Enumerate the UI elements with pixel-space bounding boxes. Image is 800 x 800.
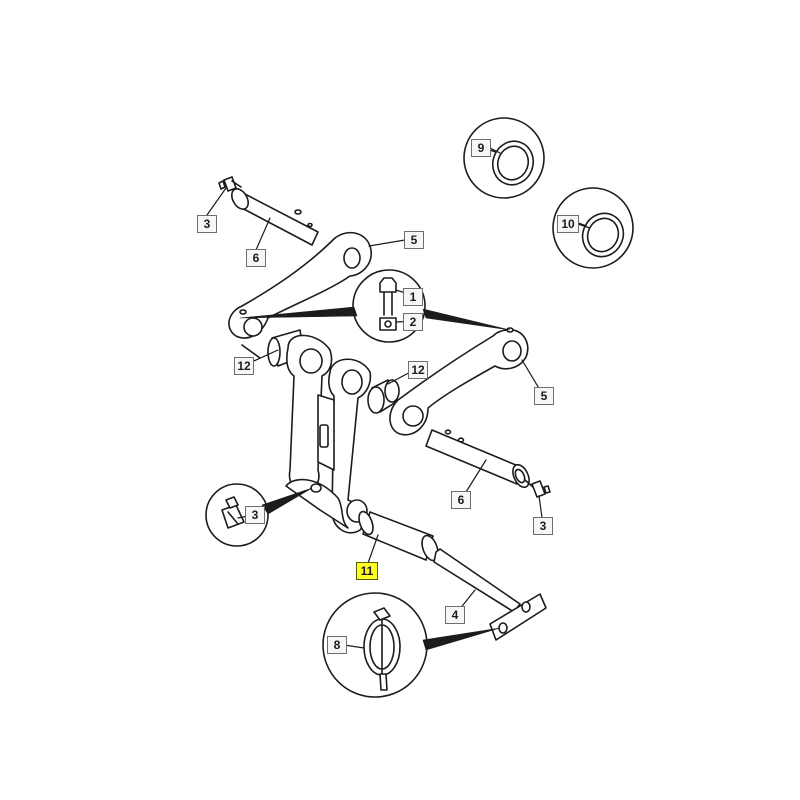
sleeve-part-11: [358, 510, 439, 562]
callout-3-top-left: 3: [197, 215, 217, 233]
callout-12-right: 12: [408, 361, 428, 379]
callout-1: 1: [403, 288, 423, 306]
right-bushing: [367, 379, 400, 414]
right-link-arm: [389, 327, 529, 436]
callout-4: 4: [445, 606, 465, 624]
callout-8: 8: [327, 636, 347, 654]
right-grease-nipple: [524, 479, 551, 498]
callout-11-highlighted: 11: [356, 562, 378, 580]
callout-6-left: 6: [246, 249, 266, 267]
leader-lines: [206, 147, 591, 649]
upper-left-pin: [231, 188, 319, 246]
callout-9: 9: [471, 139, 491, 157]
callout-12-left: 12: [234, 357, 254, 375]
callout-3-left-detail: 3: [245, 506, 265, 524]
lock-pin-part-4: [433, 548, 547, 641]
callout-5-left: 5: [404, 231, 424, 249]
detail-circle-seal-9: [463, 117, 545, 199]
detail-connectors: [239, 306, 511, 651]
detail-circle-grease-nipple: [205, 483, 269, 547]
callout-2: 2: [403, 313, 423, 331]
main-h-frame: [285, 334, 372, 534]
callout-10: 10: [557, 215, 579, 233]
detail-circle-linch-pin: [322, 592, 428, 698]
callout-6-right: 6: [451, 491, 471, 509]
upper-grease-nipple: [218, 176, 242, 192]
callout-3-right: 3: [533, 517, 553, 535]
detail-circle-bolt-nut: [352, 269, 426, 343]
detail-circle-seal-10: [552, 187, 634, 269]
right-pin: [425, 429, 530, 489]
upper-left-link-arm: [228, 231, 372, 359]
callout-5-right: 5: [534, 387, 554, 405]
